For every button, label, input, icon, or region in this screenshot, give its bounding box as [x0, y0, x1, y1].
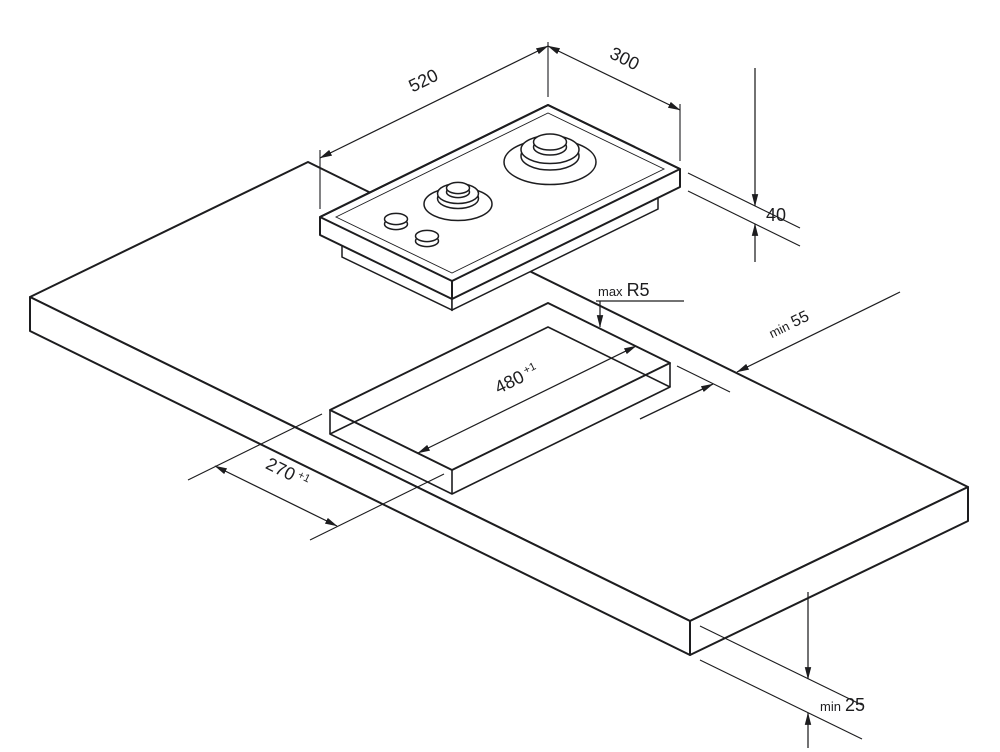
dim-hob-height: 40 — [687, 68, 801, 262]
dimension-line — [417, 345, 637, 454]
dim-label-rear-clearance: min55 — [766, 308, 812, 342]
hob — [319, 104, 681, 312]
hob-knob-right — [414, 229, 440, 248]
dim-label-hob-width: 520 — [405, 65, 441, 96]
countertop-right-face — [689, 486, 969, 656]
burner-cap-top — [445, 181, 471, 195]
dimension-line — [547, 45, 681, 111]
hob-burner-small — [423, 181, 493, 222]
dimension-line — [319, 45, 549, 159]
dim-rear-clearance: min55 — [639, 291, 901, 420]
extension-line — [687, 190, 801, 247]
extension-line — [699, 625, 863, 706]
knob-top — [383, 212, 409, 226]
extension-line — [687, 172, 801, 229]
dimension-line — [214, 465, 338, 527]
knob-top — [414, 229, 440, 243]
dim-label-hob-height: 40 — [766, 205, 786, 225]
dimension-line-lower — [639, 383, 714, 420]
extension-line — [699, 659, 863, 740]
hob-knob-left — [383, 212, 409, 231]
burner-cap-top — [532, 133, 568, 151]
extension-line — [187, 413, 323, 481]
dim-label-hob-depth: 300 — [607, 43, 643, 74]
extension-line — [676, 365, 731, 393]
dimension-line-upper — [736, 291, 901, 373]
extension-line — [309, 473, 445, 541]
